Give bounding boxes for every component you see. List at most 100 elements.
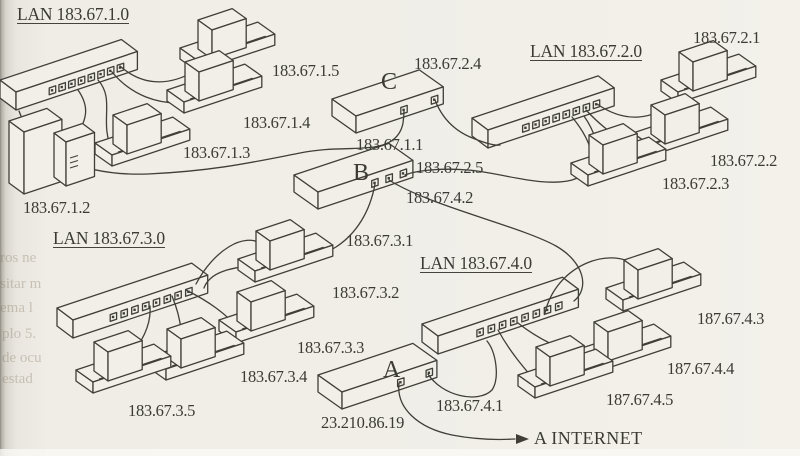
label-lan1-title: LAN 183.67.1.0 — [17, 4, 129, 25]
computer-183-67-2-3-base-front-face — [587, 148, 667, 187]
computer-183-67-2-2 — [632, 92, 729, 157]
hub-lan1-port-pin — [109, 69, 112, 73]
computer-183-67-3-3-monitor-front-face — [250, 289, 286, 332]
computer-187-67-4-5-monitor-front-face — [549, 344, 585, 387]
cable-routerC-lan2 — [434, 99, 501, 146]
routers-layer — [293, 69, 444, 410]
cable-routerB-lan4 — [388, 179, 584, 302]
label-host-3-5: 183.67.3.5 — [128, 401, 196, 420]
label-router-b: B — [353, 160, 370, 186]
computer-183-67-1-4-base-front-face — [183, 75, 263, 114]
internet-arrowhead-icon — [516, 434, 529, 444]
computer-183-67-3-5 — [75, 329, 172, 394]
label-iface-b-3-1: 183.67.3.1 — [346, 231, 414, 250]
bleed-text-fragment: sitar m — [0, 276, 42, 292]
label-host-2-2: 183.67.2.2 — [710, 151, 778, 170]
label-router-a: A — [383, 357, 401, 383]
computer-187-67-4-4-monitor-front-face — [607, 319, 643, 362]
hub-lan4-port-pin — [478, 331, 481, 334]
computer-183-67-3-5-monitor-front-face — [107, 339, 143, 382]
label-lan2-title: LAN 183.67.2.0 — [530, 41, 642, 62]
label-host-4-4: 187.67.4.4 — [667, 359, 735, 378]
label-host-1-3: 183.67.1.3 — [183, 143, 251, 162]
router-b-box-port-pin — [373, 181, 376, 185]
label-iface-c-2-4: 183.67.2.4 — [414, 54, 482, 73]
cable-routerA-internet — [398, 382, 516, 441]
server-side-unit-front-face — [65, 131, 96, 187]
computer-183-67-1-5-monitor-front-face — [211, 17, 247, 60]
label-host-2-3: 183.67.2.3 — [662, 174, 730, 193]
computer-183-67-3-3 — [218, 279, 315, 344]
computer-183-67-2-3 — [570, 122, 667, 187]
label-iface-a-4-1: 183.67.4.1 — [436, 396, 504, 415]
hub-lan2-port-pin — [544, 119, 547, 123]
router-a-box-port-pin — [399, 381, 402, 384]
computer-183-67-2-1 — [660, 39, 757, 104]
cable-routerA-lan4 — [427, 340, 497, 398]
hub-lan1-port-pin — [60, 85, 63, 89]
computer-183-67-3-5-base-front-face — [92, 355, 172, 394]
router-a-box-port-pin — [427, 371, 431, 374]
computer-183-67-3-4-monitor-front-face — [180, 326, 216, 369]
server-tower-end-face — [8, 120, 25, 195]
label-host-2-1: 183.67.2.1 — [693, 28, 761, 47]
scan-edge-strip — [0, 449, 800, 456]
hub-lan2 — [471, 75, 615, 149]
server-183-67-1-2 — [8, 107, 96, 195]
hub-lan2-port-pin — [584, 106, 588, 109]
hub-lan4-port-pin — [512, 319, 515, 323]
hub-lan3-port-pin — [165, 297, 169, 301]
computer-183-67-1-3 — [94, 102, 191, 167]
hub-lan1-port-pin — [99, 72, 102, 76]
label-host-1-2: 183.67.1.2 — [23, 198, 91, 217]
server-vent-line — [69, 154, 79, 159]
hub-lan2-port-pin — [564, 113, 568, 116]
hub-lan3-port-pin — [154, 301, 158, 304]
computers-layer — [8, 7, 757, 399]
hub-lan1-port-pin — [79, 79, 83, 82]
hub-lan4-port-pin — [500, 323, 504, 327]
bleed-text-fragment: estad — [2, 371, 33, 387]
computer-187-67-4-3 — [605, 247, 702, 312]
label-host-1-5: 183.67.1.5 — [272, 61, 340, 80]
computer-183-67-3-2 — [237, 218, 334, 283]
router-a-box — [317, 342, 438, 410]
bleed-text-fragment: ema l — [0, 300, 33, 316]
hub-lan3-port-pin — [133, 308, 136, 311]
hub-lan3-port-pin — [144, 304, 147, 308]
router-b-box-front-face — [317, 159, 414, 210]
hub-lan2-port-pin — [554, 116, 557, 119]
computer-183-67-2-1-monitor-front-face — [692, 49, 728, 92]
router-c-box — [331, 69, 444, 134]
hubs-layer — [0, 38, 615, 355]
hub-lan1-port-pin — [70, 82, 73, 86]
computer-187-67-4-3-monitor-front-face — [637, 257, 673, 300]
hub-lan3-port-pin — [176, 294, 179, 297]
router-c-box-front-face — [355, 86, 444, 134]
hub-lan4 — [421, 276, 580, 355]
computer-183-67-3-4-base-front-face — [165, 342, 245, 381]
computer-187-67-4-5 — [517, 334, 614, 399]
bleed-text-fragment: plo 5. — [2, 326, 37, 342]
computer-183-67-1-3-base-front-face — [111, 128, 191, 167]
computer-187-67-4-3-base-front-face — [622, 273, 702, 312]
label-lan3-title: LAN 183.67.3.0 — [53, 228, 165, 249]
hub-lan3-front-face — [72, 274, 209, 339]
router-b-box-port-pin — [387, 176, 390, 180]
label-host-4-5: 187.67.4.5 — [606, 390, 674, 409]
hub-lan4-port-pin — [489, 327, 493, 330]
label-host-1-4: 183.67.1.4 — [243, 113, 311, 132]
computer-183-67-2-3-monitor-front-face — [602, 132, 638, 175]
hub-lan1-port-pin — [118, 66, 122, 69]
bleed-text-fragment: ros ne — [0, 250, 37, 266]
router-a-box-front-face — [341, 359, 438, 410]
label-internet: A INTERNET — [534, 428, 643, 448]
computer-183-67-1-3-monitor-front-face — [126, 112, 162, 155]
bleed-text-fragment: de ocu — [2, 350, 42, 366]
hub-lan2-front-face — [487, 87, 615, 149]
hub-lan2-port-pin — [534, 123, 537, 126]
hub-lan1 — [0, 38, 139, 111]
hub-lan3-port-pin — [111, 315, 115, 319]
